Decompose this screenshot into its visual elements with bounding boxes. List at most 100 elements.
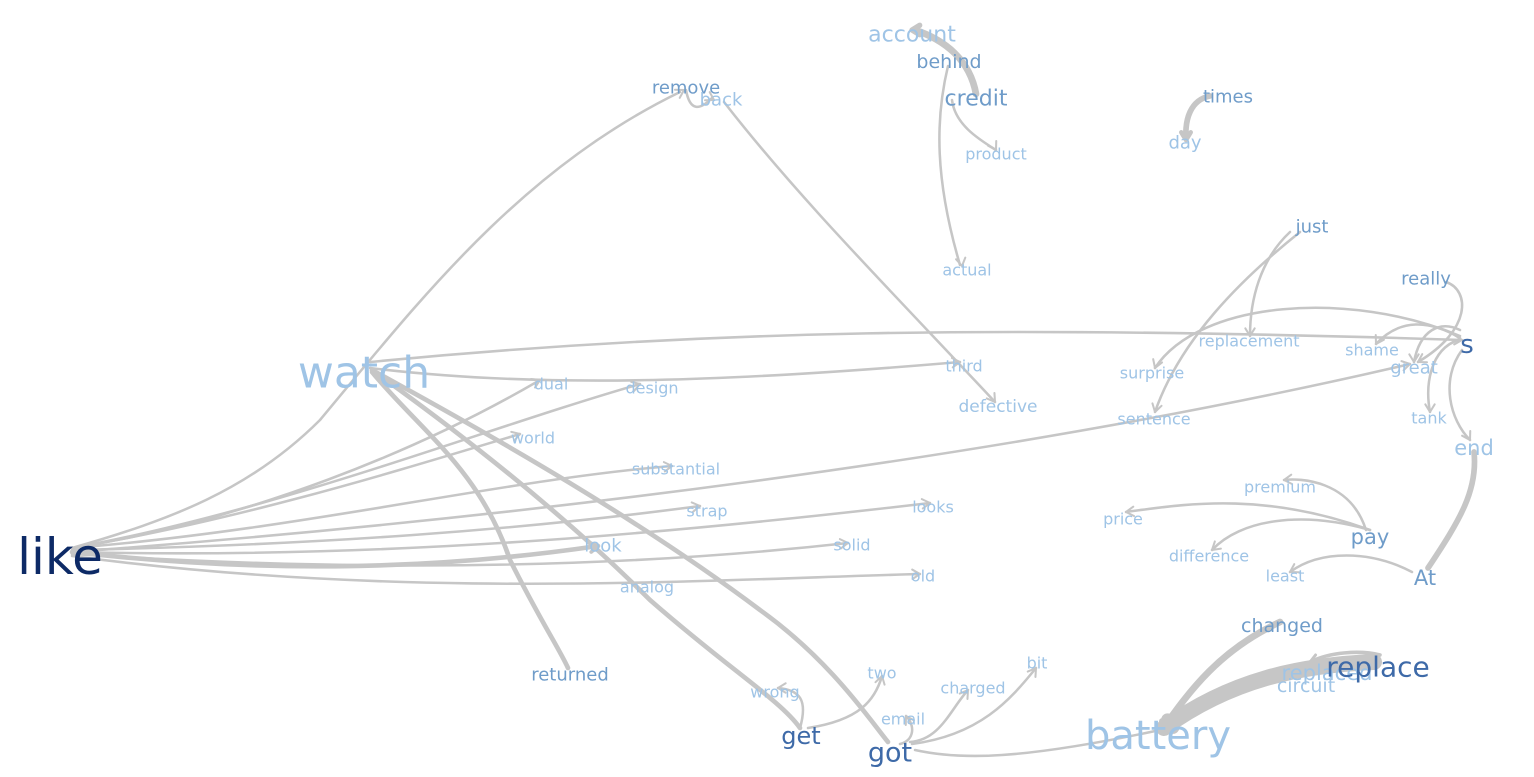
arrow-head [1374,333,1385,346]
node-design[interactable]: design [625,379,678,398]
node-actual[interactable]: actual [942,261,991,280]
edge-line [908,688,970,744]
node-substantial[interactable]: substantial [632,460,720,479]
edge-credit-account [909,22,980,98]
edge-pay-price [1124,502,1372,532]
arrow-head [1179,130,1193,143]
arrow-head [904,714,915,727]
edge-credit-product [950,98,998,152]
edge-s-end [1448,348,1472,442]
edge-just-sentence [1151,230,1302,414]
arrow-head [955,256,967,268]
edge-line [1210,518,1372,552]
arrow-head [874,674,886,686]
node-old[interactable]: old [911,567,935,586]
arrow-head [1424,403,1436,414]
node-strap[interactable]: strap [686,502,727,521]
edge-times-day [1179,93,1213,143]
edge-line [1124,502,1372,532]
node-third[interactable]: third [945,357,982,376]
arrow-head [630,380,642,392]
edge-get-two [806,674,886,730]
node-bit[interactable]: bit [1027,654,1048,673]
node-shame[interactable]: shame [1345,341,1399,360]
edge-line [1183,93,1213,141]
arrow-head [1026,666,1038,679]
edge-watch-third [368,356,962,382]
arrow-head [1288,563,1301,574]
node-email[interactable]: email [881,710,925,729]
edge-like-dual [70,377,542,550]
edge-line [70,464,674,550]
arrow-head [1308,653,1321,666]
edge-got-email [898,714,915,746]
edge-At-end [1425,449,1478,571]
node-s[interactable]: s [1460,330,1474,360]
node-two[interactable]: two [867,664,896,683]
node-battery[interactable]: battery [1085,713,1231,759]
node-behind[interactable]: behind [916,51,981,73]
edge-watch-returned [369,369,571,671]
node-dual[interactable]: dual [534,375,569,394]
arrow-head [987,139,998,152]
edge-pay-premium [1282,473,1368,532]
arrow-head [1282,473,1294,486]
node-least[interactable]: least [1266,567,1305,586]
node-defective[interactable]: defective [959,397,1038,417]
node-surprise[interactable]: surprise [1120,364,1184,383]
edge-get-wrong [776,682,805,730]
arrow-head [1408,353,1420,364]
node-just[interactable]: just [1295,217,1329,238]
edge-got-battery [913,728,1162,758]
node-product[interactable]: product [965,145,1027,164]
edge-line [898,714,914,746]
edge-line [1153,230,1302,414]
edge-behind-actual [938,64,967,268]
edge-line [368,330,1464,364]
node-back[interactable]: back [700,90,743,111]
node-times[interactable]: times [1203,87,1253,108]
node-get[interactable]: get [781,722,820,750]
edge-line [1153,306,1462,370]
edge-line [776,686,805,730]
node-end[interactable]: end [1454,436,1494,460]
node-charged[interactable]: charged [940,679,1005,698]
edge-s-surprise [1152,306,1462,370]
node-account[interactable]: account [868,23,956,48]
node-great[interactable]: great [1390,358,1438,379]
node-replaced[interactable]: replaced [1282,661,1373,685]
node-replace[interactable]: replace [1326,651,1429,684]
node-replacement[interactable]: replacement [1199,332,1300,351]
node-returned[interactable]: returned [531,665,609,686]
node-day[interactable]: day [1168,133,1201,154]
node-tank[interactable]: tank [1411,409,1447,428]
node-watch[interactable]: watch [298,348,430,399]
node-analog[interactable]: analog [620,578,674,597]
node-look[interactable]: look [584,536,622,557]
node-changed[interactable]: changed [1241,615,1323,637]
node-like[interactable]: like [17,528,103,586]
edge-line [1248,230,1292,338]
edge-line [70,362,1412,554]
node-world[interactable]: world [511,429,555,448]
node-credit[interactable]: credit [945,87,1008,112]
node-circuit[interactable]: circuit [1277,675,1335,697]
node-wrong[interactable]: wrong [750,683,799,702]
node-really[interactable]: really [1401,269,1451,290]
node-looks[interactable]: looks [912,498,954,517]
node-sentence[interactable]: sentence [1117,410,1190,429]
edge-got-charged [908,688,970,744]
node-got[interactable]: got [868,738,912,769]
node-remove[interactable]: remove [652,78,720,99]
edge-line [1425,449,1478,571]
edge-line [938,64,962,267]
node-difference[interactable]: difference [1169,547,1249,566]
node-price[interactable]: price [1103,510,1143,529]
arrow-head [510,430,522,442]
node-solid[interactable]: solid [833,536,870,555]
node-premium[interactable]: premium [1244,478,1316,497]
arrow-head [776,682,787,694]
node-pay[interactable]: pay [1351,525,1390,549]
node-at[interactable]: At [1414,566,1436,590]
